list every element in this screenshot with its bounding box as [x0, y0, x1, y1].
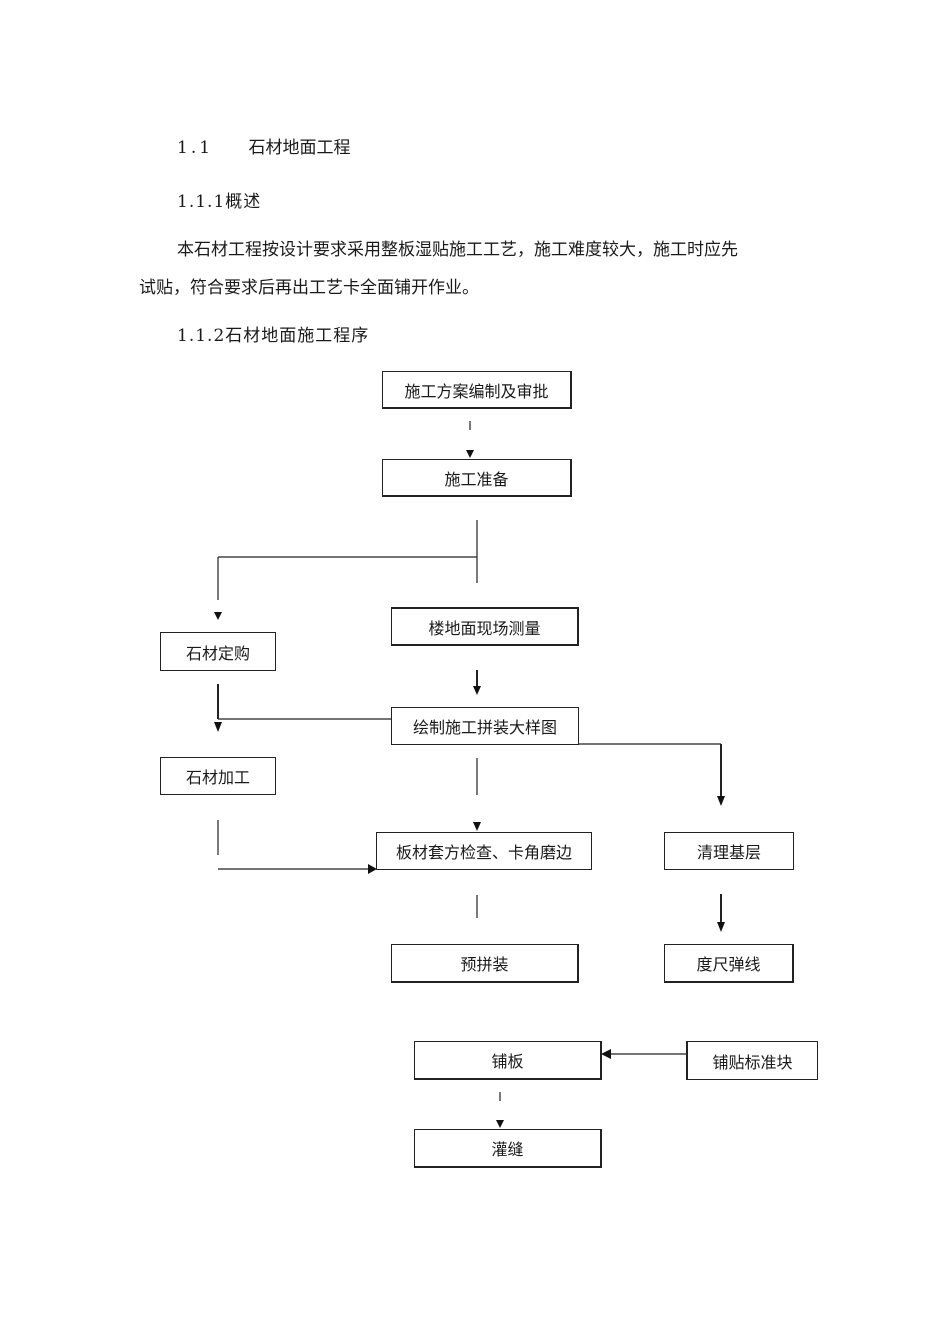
step-stone-order: 石材定购 [160, 632, 276, 671]
arrow-to-stone-order [214, 612, 222, 620]
arrow-plan-to-prep [466, 450, 474, 458]
arrow-processing-to-check [368, 864, 377, 874]
step-pre-assembly: 预拼装 [391, 944, 579, 983]
step-standard-block: 铺贴标准块 [686, 1041, 818, 1080]
step-panel-check: 板材套方检查、卡角磨边 [376, 832, 592, 870]
arrow-order-down [214, 722, 222, 732]
step-grouting: 灌缝 [414, 1129, 602, 1168]
subsection-heading-overview: 1.1.1概述 [177, 192, 262, 212]
arrow-survey-to-layout [473, 686, 481, 695]
arrow-to-panel-check [473, 822, 481, 831]
step-draw-layout: 绘制施工拼装大样图 [391, 707, 579, 745]
arrow-to-clean-base [717, 796, 725, 806]
paragraph-line-2: 试贴，符合要求后再出工艺卡全面铺开作业。 [139, 278, 479, 298]
section-title: 石材地面工程 [248, 138, 351, 158]
step-plan-approval: 施工方案编制及审批 [382, 371, 572, 409]
section-number: 1.1 [177, 138, 214, 158]
step-lay-slab: 铺板 [414, 1041, 602, 1080]
paragraph-line-1: 本石材工程按设计要求采用整板湿贴施工工艺，施工难度较大，施工时应先 [177, 240, 738, 260]
step-clean-base: 清理基层 [664, 832, 794, 870]
step-site-survey: 楼地面现场测量 [391, 607, 579, 646]
step-preparation: 施工准备 [382, 459, 572, 497]
step-stone-processing: 石材加工 [160, 757, 276, 795]
arrow-standard-to-slab [601, 1049, 611, 1059]
arrow-clean-to-snap [717, 922, 725, 932]
subsection-heading-procedure: 1.1.2石材地面施工程序 [177, 326, 370, 346]
arrow-slab-to-grout [496, 1120, 504, 1128]
section-heading: 1.1 石材地面工程 [177, 140, 350, 157]
step-snap-line: 度尺弹线 [664, 944, 794, 983]
